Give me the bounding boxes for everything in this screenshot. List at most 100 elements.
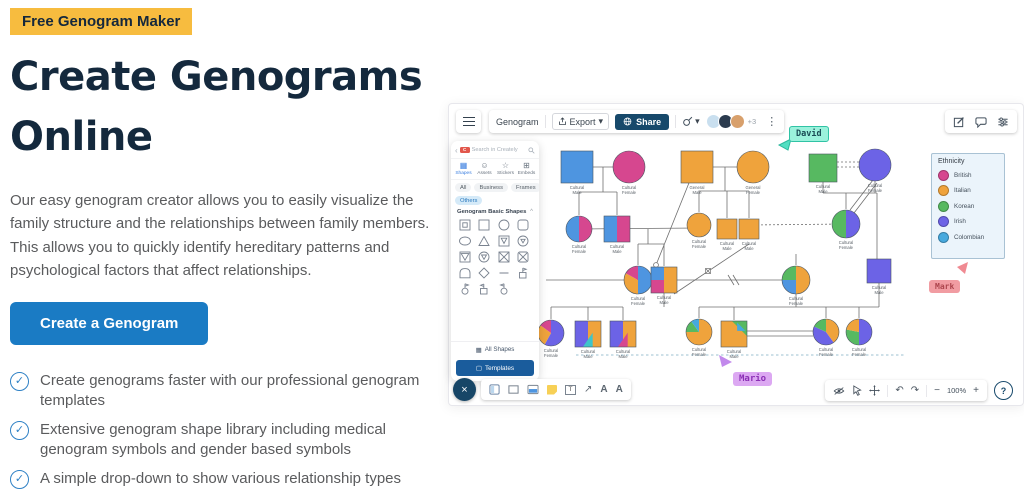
- tab-embeds[interactable]: ⊞ Embeds: [517, 161, 536, 176]
- shape-flag-circle-2[interactable]: [495, 281, 512, 297]
- zoom-level[interactable]: 100%: [946, 386, 967, 395]
- tab-assets[interactable]: ☺ Assets: [477, 161, 492, 176]
- tab-shapes[interactable]: ▦ Shapes: [455, 161, 472, 176]
- shape-square[interactable]: [476, 217, 493, 233]
- document-title[interactable]: Genogram: [496, 116, 539, 127]
- mario-cursor-icon: [719, 355, 732, 367]
- shape-flag-circle[interactable]: [456, 281, 473, 297]
- shape-boxed-x[interactable]: [495, 249, 512, 265]
- more-options-kebab-icon[interactable]: ⋮: [766, 116, 778, 128]
- select-cursor-icon[interactable]: [852, 385, 863, 396]
- svg-text:Cultural: Cultural: [872, 285, 886, 290]
- filter-others-active[interactable]: Others: [455, 196, 483, 205]
- filter-frames[interactable]: Frames: [510, 183, 539, 192]
- shape-triangle[interactable]: [476, 233, 493, 249]
- close-dock-button[interactable]: ×: [453, 378, 476, 401]
- templates-button[interactable]: ▢ Templates: [456, 360, 534, 376]
- insert-toolbar: T ↗ A A: [481, 379, 631, 400]
- panel-tabs: ▦ Shapes ☺ Assets ☆ Stickers ⊞ Embeds: [451, 159, 539, 180]
- export-button[interactable]: Export ▾: [551, 113, 610, 130]
- search-input[interactable]: Search in Creately: [471, 147, 518, 153]
- text-box-icon[interactable]: T: [565, 384, 576, 395]
- create-genogram-button[interactable]: Create a Genogram: [10, 302, 209, 345]
- shape-rounded-square[interactable]: [515, 217, 532, 233]
- comment-bubble-icon[interactable]: [975, 116, 987, 128]
- shape-triangle-square[interactable]: [495, 233, 512, 249]
- image-card-icon[interactable]: [527, 384, 539, 395]
- panel-back-icon[interactable]: ‹: [455, 145, 458, 155]
- svg-text:Female: Female: [631, 301, 646, 306]
- shape-circle[interactable]: [495, 217, 512, 233]
- shape-triangle-circle[interactable]: [515, 233, 532, 249]
- shape-search-bar[interactable]: ‹ C Search in Creately: [451, 141, 539, 159]
- kanban-frame-icon[interactable]: [489, 384, 500, 395]
- rectangle-shape-icon[interactable]: [508, 384, 519, 395]
- text-style-icon[interactable]: A: [600, 384, 608, 395]
- zoom-in-button[interactable]: +: [973, 385, 979, 396]
- shape-section-header[interactable]: Genogram Basic Shapes ^: [457, 209, 533, 215]
- sticky-note-icon[interactable]: [547, 384, 557, 395]
- shape-flag-square[interactable]: [515, 265, 532, 281]
- menu-hamburger-button[interactable]: [456, 110, 481, 133]
- genogram-canvas[interactable]: CulturalMaleCulturalFemaleGeneralMaleGen…: [449, 104, 1023, 405]
- all-shapes-button[interactable]: ▦ All Shapes: [451, 341, 539, 357]
- shape-diamond[interactable]: [476, 265, 493, 281]
- edit-compose-icon[interactable]: [953, 116, 965, 128]
- avatar[interactable]: [729, 114, 745, 129]
- shape-ellipse[interactable]: [456, 233, 473, 249]
- svg-text:Male: Male: [874, 290, 884, 295]
- zoom-out-button[interactable]: −: [934, 385, 940, 396]
- tab-stickers[interactable]: ☆ Stickers: [496, 161, 515, 176]
- shape-triangle-square-2[interactable]: [456, 249, 473, 265]
- filter-all[interactable]: All: [455, 183, 472, 192]
- svg-text:Cultural: Cultural: [544, 348, 558, 353]
- settings-sliders-icon[interactable]: [997, 116, 1009, 128]
- pan-move-icon[interactable]: [869, 385, 881, 396]
- pointer-mode-button[interactable]: ▾: [682, 116, 700, 127]
- legend-dot: [938, 200, 949, 212]
- collaborator-avatars[interactable]: +3: [705, 114, 756, 129]
- share-button[interactable]: Share: [615, 113, 670, 130]
- svg-text:Female: Female: [572, 249, 587, 254]
- highlight-text-icon[interactable]: A: [615, 384, 623, 395]
- undo-icon[interactable]: ↶: [895, 385, 904, 396]
- redo-icon[interactable]: ↷: [910, 385, 920, 396]
- shape-triangle-circle-2[interactable]: [476, 249, 493, 265]
- shape-dash[interactable]: [495, 265, 512, 281]
- shape-arch[interactable]: [456, 265, 473, 281]
- help-button[interactable]: ?: [994, 381, 1013, 400]
- shape-double-square[interactable]: [456, 217, 473, 233]
- connector-arrow-icon[interactable]: ↗: [584, 384, 593, 395]
- creately-logo: C: [459, 147, 470, 153]
- caret-down-icon: ▾: [598, 116, 604, 126]
- shape-boxed-x-2[interactable]: [515, 249, 532, 265]
- preview-eye-icon[interactable]: [833, 386, 845, 396]
- bullet-item: ✓ Create genograms faster with our profe…: [10, 371, 446, 411]
- filter-business[interactable]: Business: [474, 183, 508, 192]
- shape-flag-square-2[interactable]: [476, 281, 493, 297]
